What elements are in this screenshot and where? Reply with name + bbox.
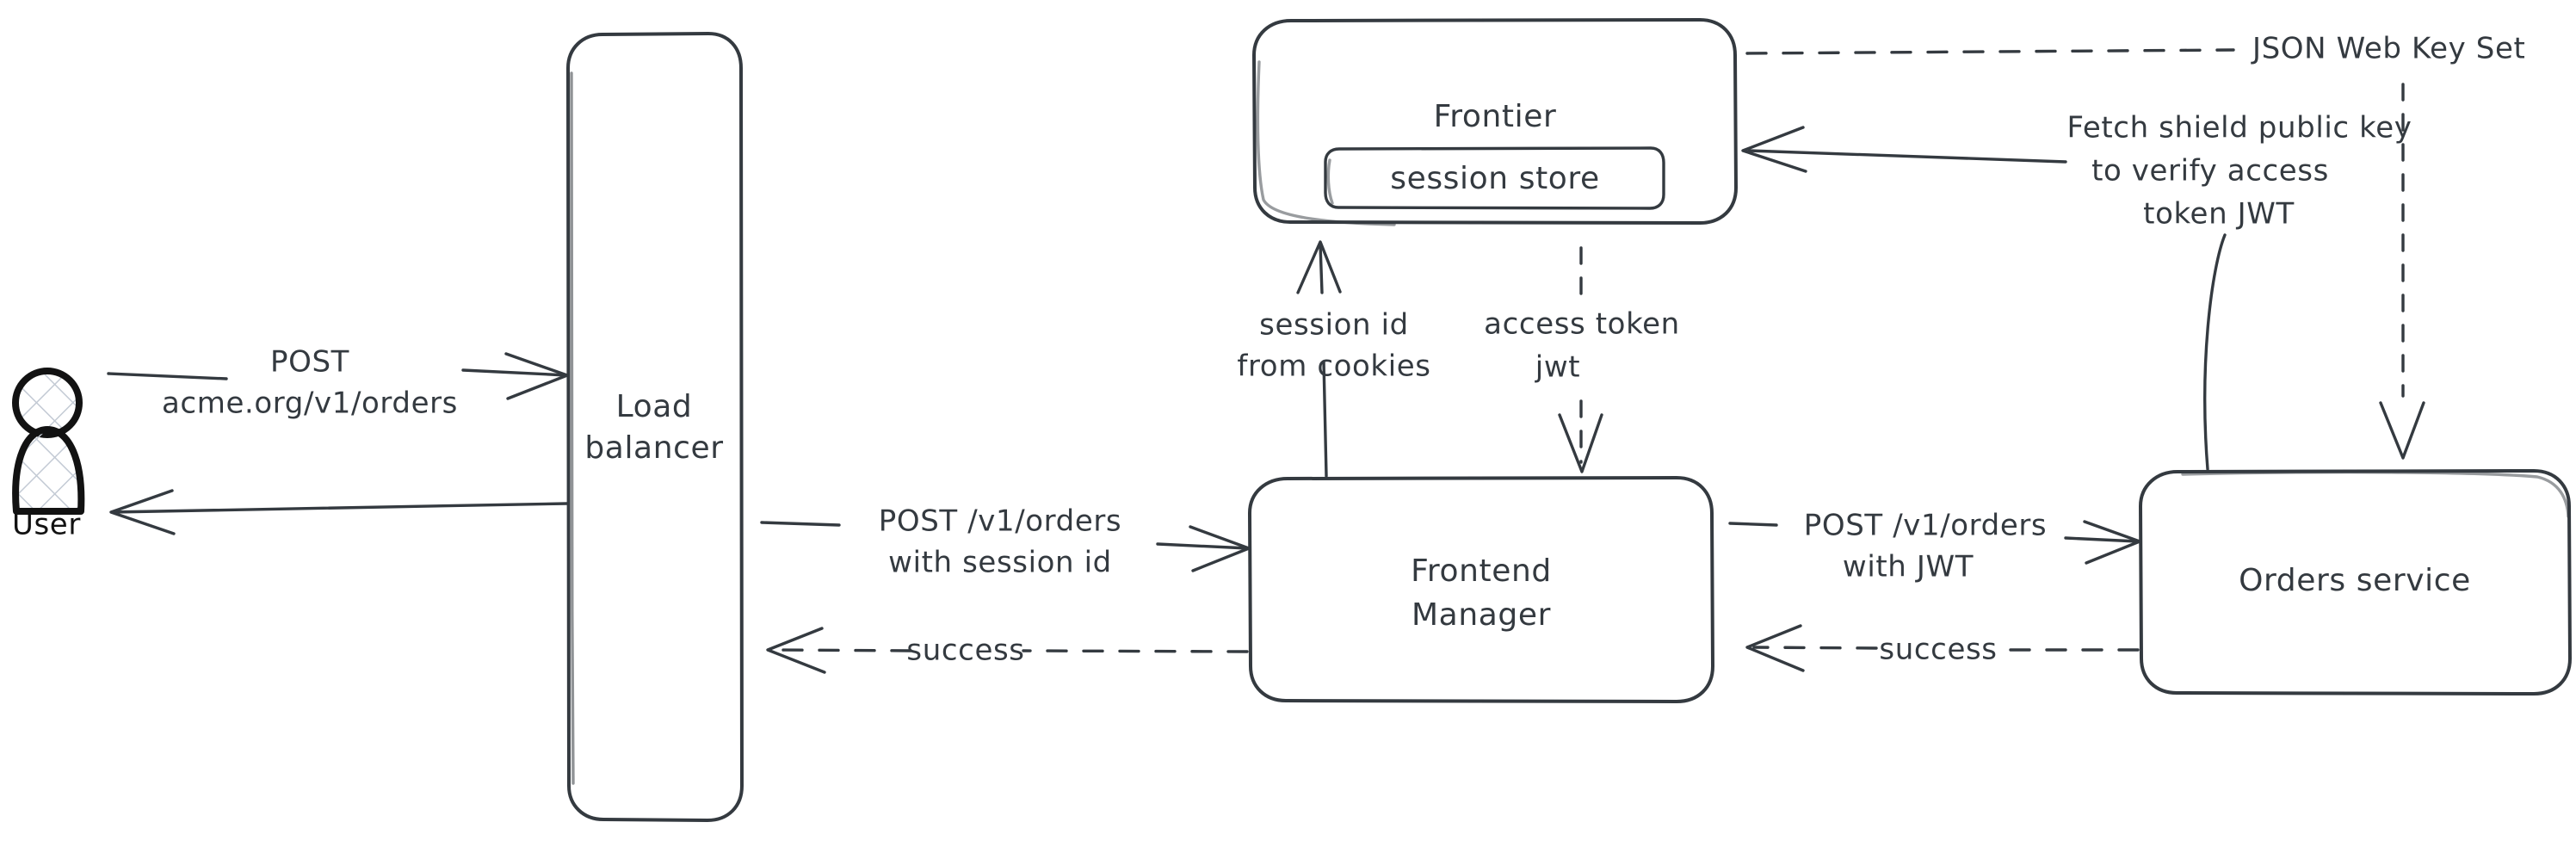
load-balancer-label-line2: balancer <box>584 430 723 466</box>
edge-lb-fm-label-line2: with session id <box>888 546 1112 580</box>
edge-fm-frontier-label-line2: from cookies <box>1237 349 1430 384</box>
edge-lb-fm-line-left <box>760 521 841 527</box>
node-orders-service[interactable]: Orders service <box>2139 469 2572 696</box>
load-balancer-fill <box>568 33 742 821</box>
edge-fm-orders-label-line2: with JWT <box>1843 550 1974 584</box>
load-balancer-shape <box>566 32 744 822</box>
frontier-sketch-stroke <box>1256 60 1396 226</box>
edge-orders-fm-label: success <box>1879 633 1997 667</box>
frontend-manager-fill <box>1250 477 1713 702</box>
edge-user-lb-arrowhead <box>504 352 569 400</box>
edge-load-balancer-to-user[interactable] <box>109 489 569 535</box>
edge-lb-user-arrowhead <box>109 489 176 535</box>
node-load-balancer[interactable]: Load balancer <box>566 32 744 822</box>
edge-fm-lb-arrowhead <box>766 627 826 674</box>
edge-user-lb-label-line2: acme.org/v1/orders <box>162 386 458 421</box>
edge-orders-fm-dash-left <box>1752 646 1878 650</box>
session-store-shape <box>1324 146 1665 210</box>
edge-fm-orders-line-left <box>1728 522 1778 527</box>
node-frontier[interactable]: Frontier session store <box>1252 18 1738 226</box>
edge-orders-frontier-label-line2: to verify access <box>2091 154 2329 189</box>
edge-fm-frontier-line-lower <box>1322 360 1328 478</box>
load-balancer-sketch-stroke <box>569 71 575 785</box>
edge-frontend-manager-to-frontier[interactable] <box>1296 240 1342 478</box>
orders-service-fill <box>2140 470 2569 694</box>
edge-fm-lb-dash-right <box>1022 649 1249 653</box>
edge-fm-orders-label-line1: POST /v1/orders <box>1804 509 2047 543</box>
load-balancer-label-line1: Load <box>616 389 693 424</box>
edge-frontier-to-frontend-manager[interactable] <box>1558 246 1603 473</box>
edge-frontend-manager-to-load-balancer[interactable] <box>766 627 1249 674</box>
edge-lb-fm-line-right <box>1156 542 1250 550</box>
edge-fm-frontier-label-line1: session id <box>1259 308 1409 343</box>
edge-lb-user-line <box>110 502 569 514</box>
orders-service-shape <box>2139 469 2572 696</box>
frontend-manager-label-line1: Frontend <box>1411 553 1552 589</box>
session-store-fill <box>1325 148 1664 208</box>
frontend-manager-shape <box>1248 476 1714 703</box>
orders-service-label: Orders service <box>2239 563 2471 598</box>
edge-frontier-to-orders-service-jwks[interactable] <box>1745 48 2425 460</box>
node-session-store[interactable]: session store <box>1324 146 1665 210</box>
edge-fm-orders-line-right <box>2064 536 2140 543</box>
edge-orders-frontier-curve <box>2203 233 2227 471</box>
edge-load-balancer-to-frontend-manager[interactable] <box>760 521 1251 572</box>
edge-fm-lb-label: success <box>906 634 1024 668</box>
edge-jwks-arrowhead <box>2379 401 2425 460</box>
edge-jwks-label: JSON Web Key Set <box>2251 32 2525 66</box>
edge-fm-lb-dash-left <box>773 648 912 652</box>
edge-fm-frontier-arrowhead <box>1296 240 1342 294</box>
edge-frontend-manager-to-orders-service[interactable] <box>1728 520 2141 565</box>
edge-user-lb-line-left <box>107 372 228 380</box>
edge-orders-frontier-arrowhead <box>1741 126 1807 173</box>
user-head-fill <box>15 371 79 435</box>
edge-fm-frontier-line-upper <box>1319 243 1324 294</box>
node-frontend-manager[interactable]: Frontend Manager <box>1248 476 1714 703</box>
frontier-shape <box>1252 18 1738 225</box>
edge-orders-frontier-line <box>1747 149 2067 164</box>
edge-user-lb-line-right <box>461 368 569 377</box>
frontier-label: Frontier <box>1434 99 1557 134</box>
user-body-icon <box>12 426 85 515</box>
edge-jwks-dash-horizontal <box>1745 48 2235 55</box>
edge-orders-fm-arrowhead <box>1745 624 1805 672</box>
orders-service-sketch-stroke <box>2181 470 2570 518</box>
edge-orders-service-to-frontend-manager[interactable] <box>1745 624 2140 672</box>
edge-orders-frontier-label-line1: Fetch shield public key <box>2067 111 2412 145</box>
edge-frontier-fm-label-line1: access token <box>1484 307 1680 342</box>
session-store-sketch-stroke <box>1326 158 1334 205</box>
edge-orders-service-to-frontier[interactable] <box>1741 126 2227 471</box>
user-label: User <box>12 508 81 542</box>
node-user[interactable]: User <box>12 368 85 542</box>
edge-frontier-fm-arrowhead <box>1558 413 1603 473</box>
edge-lb-fm-label-line1: POST /v1/orders <box>879 504 1121 539</box>
edge-orders-frontier-label-line3: token JWT <box>2143 197 2295 232</box>
edge-user-to-load-balancer[interactable] <box>107 352 569 400</box>
edge-user-lb-label-line1: POST <box>270 345 349 380</box>
frontend-manager-label-line2: Manager <box>1412 597 1551 633</box>
edge-frontier-fm-label-line2: jwt <box>1535 350 1580 385</box>
edge-lb-fm-arrowhead <box>1189 525 1251 572</box>
user-body-fill <box>16 430 81 511</box>
session-store-label: session store <box>1390 161 1600 196</box>
edge-fm-orders-arrowhead <box>2083 520 2141 565</box>
